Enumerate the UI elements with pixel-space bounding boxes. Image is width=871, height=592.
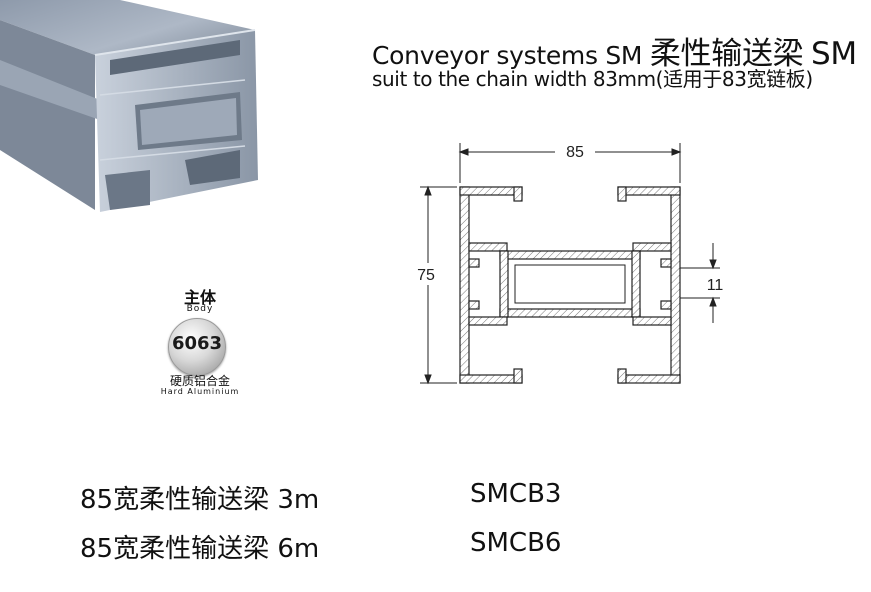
badge-material-en: Hard Aluminium: [160, 387, 240, 396]
product-photo: [0, 0, 258, 212]
badge-label-cn: 主体: [183, 288, 216, 307]
page-title: Conveyor systems SM 柔性输送梁 SM: [372, 28, 857, 73]
material-grade: 6063: [171, 333, 223, 354]
title-english: Conveyor systems SM: [372, 41, 643, 70]
page-subtitle: suit to the chain width 83mm(适用于83宽链板): [372, 67, 813, 91]
product-code: SMCB6: [470, 528, 562, 558]
product-name: 85宽柔性输送梁 3m: [80, 485, 320, 515]
product-name: 85宽柔性输送梁 6m: [80, 534, 320, 564]
cross-section-drawing: 85 75 11: [417, 143, 724, 385]
product-code: SMCB3: [470, 479, 562, 509]
badge-material-cn: 硬质铝合金: [169, 374, 230, 388]
dim-slot-label: 11: [707, 277, 724, 294]
title-chinese: 柔性输送梁: [649, 36, 804, 72]
material-badge-circle: [168, 318, 226, 376]
title-code: SM: [811, 36, 857, 72]
dim-width-label: 85: [566, 144, 584, 161]
badge-label-en: Body: [186, 304, 214, 314]
dim-height-label: 75: [417, 267, 435, 284]
